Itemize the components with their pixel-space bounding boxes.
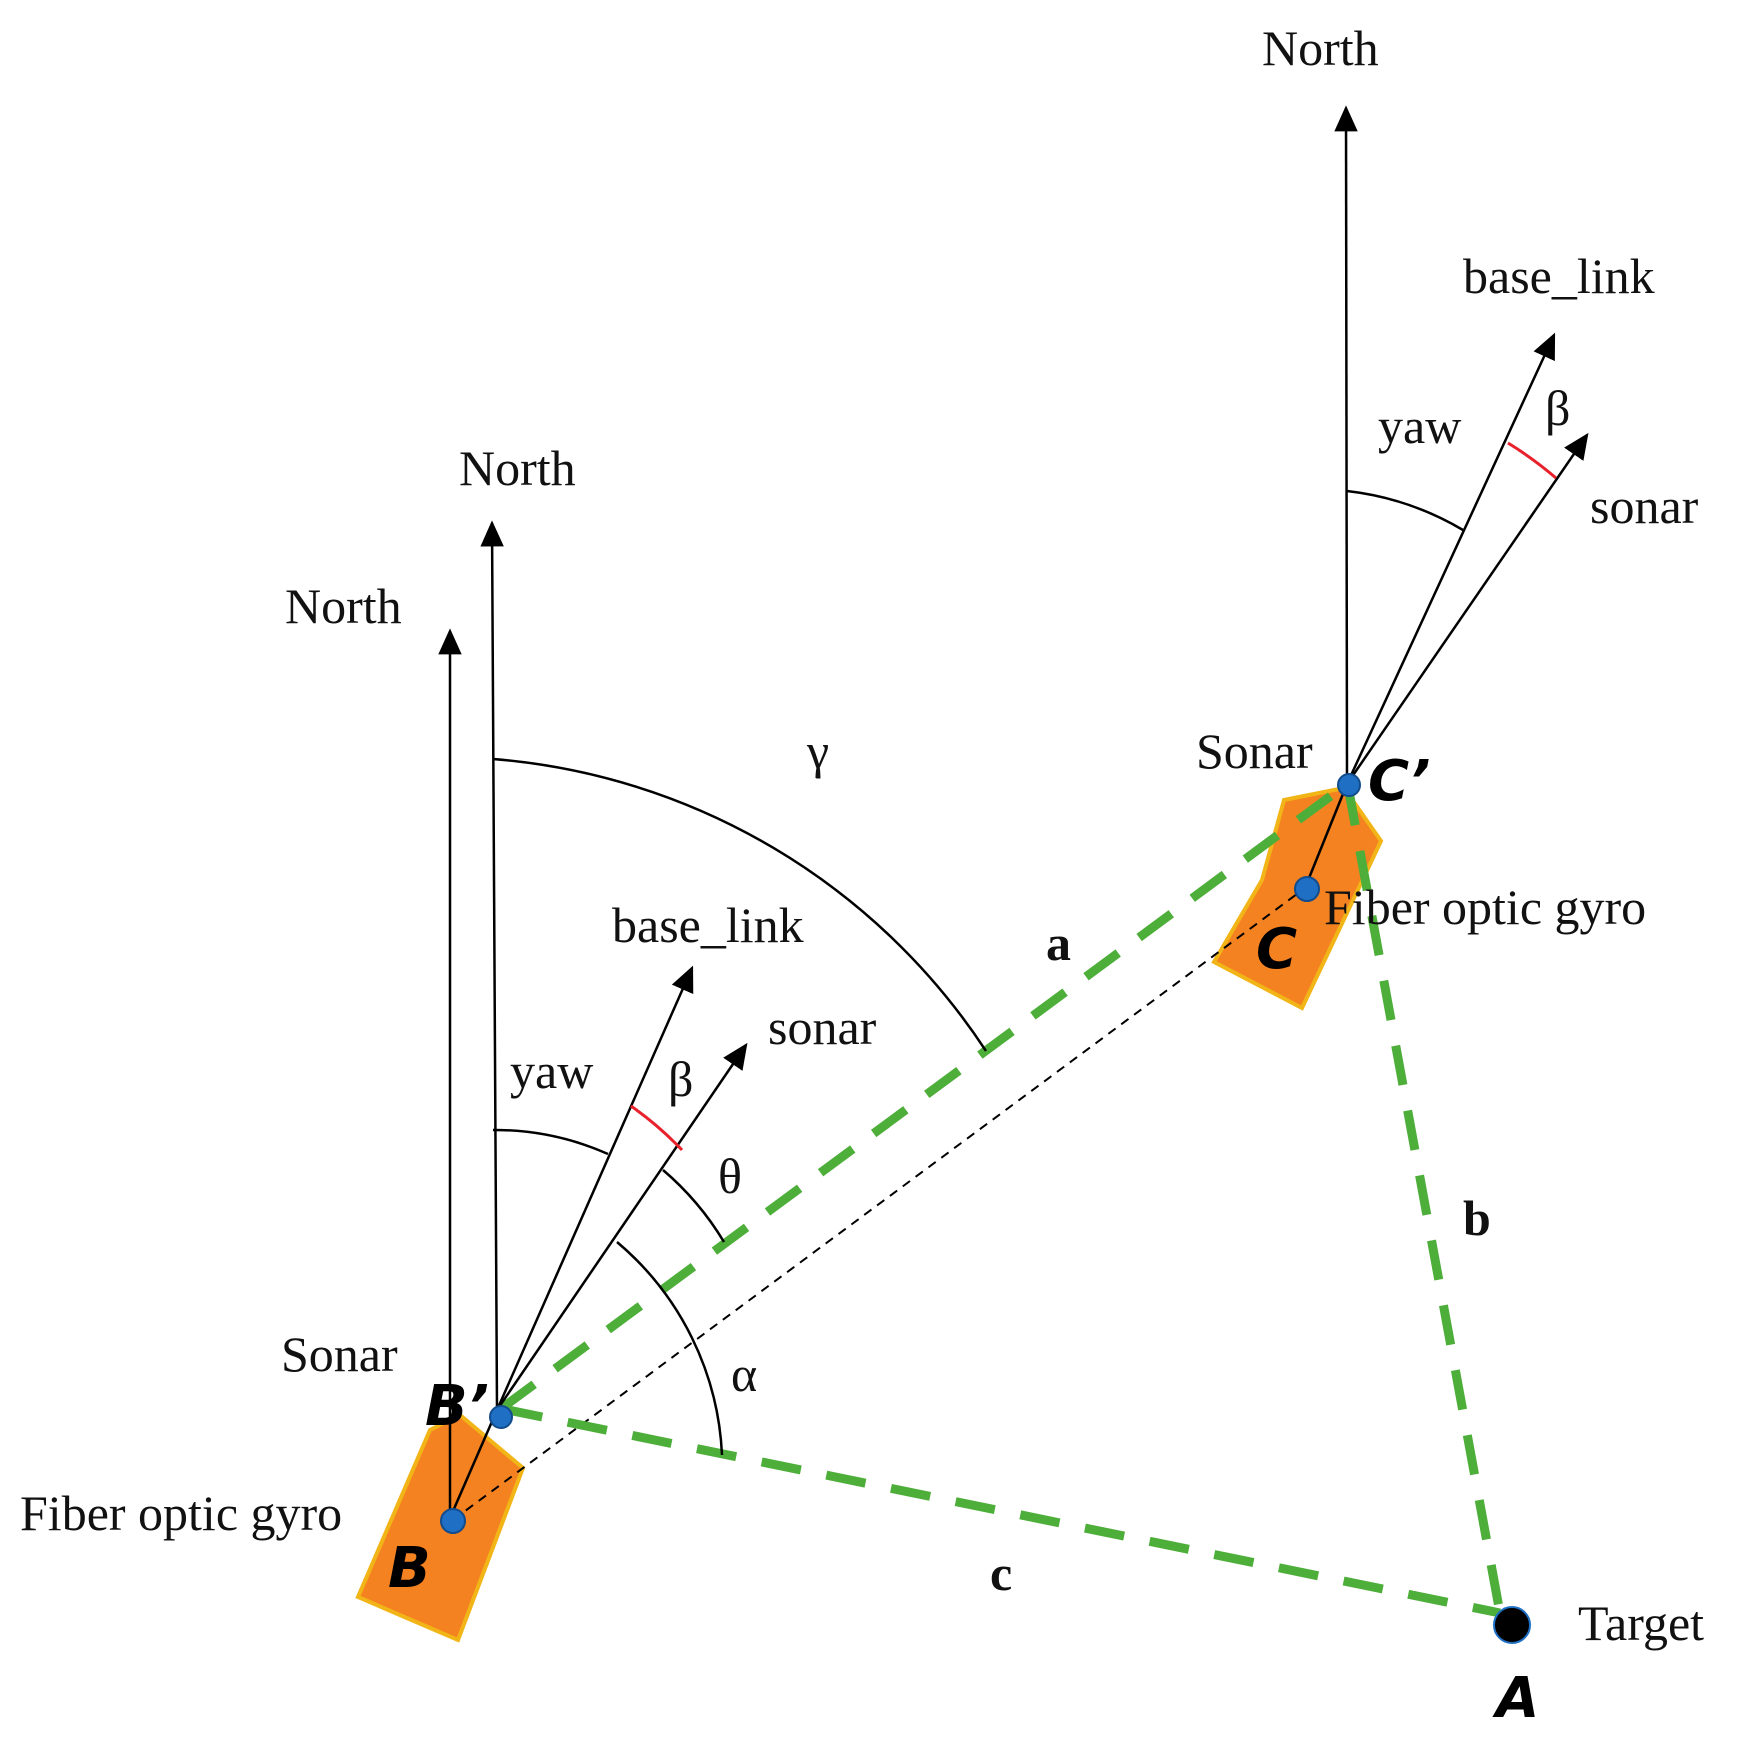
side-b-label: b — [1463, 1190, 1491, 1246]
fiber-optic-gyro-label-b: Fiber optic gyro — [20, 1485, 342, 1541]
yaw-arc-c — [1346, 489, 1464, 532]
alpha-arc — [616, 1241, 724, 1456]
north-arrow-c — [1334, 105, 1358, 785]
north-label-c: North — [1262, 20, 1379, 76]
base-link-arrow-c — [1345, 332, 1556, 785]
point-c-prime-label: C’ — [1368, 749, 1430, 814]
point-b-prime-label: B’ — [425, 1374, 489, 1439]
side-b-line — [1343, 785, 1505, 1614]
theta-arc — [662, 1169, 726, 1243]
sonar-arrow-c — [1345, 432, 1589, 785]
base-link-label-c: base_link — [1463, 248, 1655, 304]
north-arrow-b-prime — [480, 520, 504, 1411]
yaw-label-b: yaw — [510, 1043, 593, 1099]
beta-arc-c — [1507, 441, 1557, 480]
sonar-device-label-c: Sonar — [1196, 723, 1313, 779]
sonar-device-label-b: Sonar — [281, 1326, 398, 1382]
target-dot — [1493, 1606, 1531, 1644]
point-a-label: A — [1492, 1666, 1539, 1731]
fiber-optic-gyro-label-c: Fiber optic gyro — [1324, 879, 1646, 935]
point-b-dot — [440, 1508, 466, 1534]
base-link-label-b: base_link — [612, 897, 804, 953]
ship-b — [355, 1412, 526, 1643]
side-c-label: c — [990, 1545, 1012, 1601]
point-c-label: C — [1256, 917, 1297, 982]
base-link-arrow-b — [495, 965, 694, 1411]
beta-arc-b — [630, 1104, 684, 1152]
north-label-b: North — [285, 578, 402, 634]
beta-label-b: β — [668, 1051, 693, 1107]
sonar-label-b: sonar — [768, 999, 877, 1055]
point-b-prime-dot — [489, 1405, 513, 1429]
side-c-line — [502, 1404, 1501, 1618]
gamma-arc — [492, 757, 988, 1052]
target-label: Target — [1578, 1595, 1704, 1651]
yaw-arc-b — [492, 1128, 609, 1156]
gamma-label: γ — [806, 723, 829, 779]
alpha-label: α — [731, 1346, 757, 1402]
north-label-b-prime: North — [459, 440, 576, 496]
side-a-label: a — [1046, 915, 1071, 971]
heading-line-b — [448, 1409, 499, 1519]
baseline-b-to-c — [452, 887, 1306, 1521]
point-c-prime-dot — [1337, 773, 1361, 797]
heading-line-c — [1303, 783, 1349, 889]
sonar-arrow-b — [495, 1042, 748, 1411]
beta-label-c: β — [1545, 380, 1570, 436]
point-b-label: B — [388, 1536, 431, 1601]
side-a-line — [499, 780, 1350, 1412]
sonar-label-c: sonar — [1590, 478, 1699, 534]
point-c-dot — [1294, 876, 1320, 902]
triangle-sides — [499, 780, 1505, 1618]
theta-label: θ — [718, 1148, 742, 1204]
yaw-label-c: yaw — [1378, 398, 1461, 454]
